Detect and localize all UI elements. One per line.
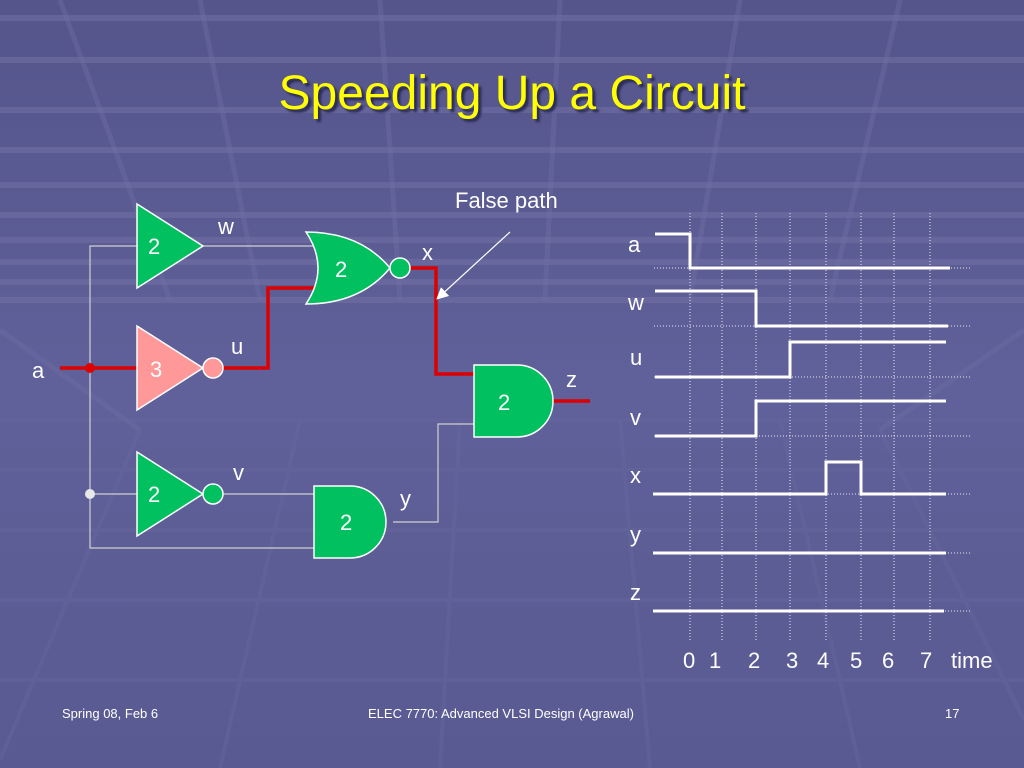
gate-delay-label: 3 [150, 357, 162, 382]
footer-page-number: 17 [945, 706, 960, 721]
timing-label-y: y [630, 522, 641, 547]
buffer-gate-w: 2 [136, 202, 205, 290]
waveform-a [655, 232, 950, 270]
nor-gate-x: 2 [304, 231, 411, 305]
footer-date: Spring 08, Feb 6 [62, 706, 159, 721]
signal-label-y: y [400, 486, 411, 511]
time-tick: 7 [920, 648, 932, 673]
time-tick: 5 [850, 648, 862, 673]
time-tick: 3 [786, 648, 798, 673]
waveform-u [655, 340, 946, 379]
timing-label-w: w [627, 290, 644, 315]
time-axis-label: time [951, 648, 993, 673]
time-tick: 4 [817, 648, 829, 673]
gate-delay-label: 2 [148, 482, 160, 507]
timing-diagram: a w u v x y z 0 1 2 3 4 5 6 7 time [627, 213, 993, 673]
time-axis-ticks: 0 1 2 3 4 5 6 7 time [683, 648, 993, 673]
inverter-gate-u: 3 [136, 324, 224, 412]
signal-label-x: x [422, 240, 433, 265]
input-junction-dot [85, 363, 95, 373]
gate-delay-label: 2 [340, 510, 352, 535]
false-path-annotation: False path [455, 188, 558, 213]
signal-label-w: w [217, 214, 234, 239]
timing-label-a: a [628, 232, 641, 257]
timing-label-z: z [630, 580, 641, 605]
time-tick: 2 [748, 648, 760, 673]
timing-label-u: u [630, 345, 642, 370]
signal-label-v: v [233, 460, 244, 485]
footer-course: ELEC 7770: Advanced VLSI Design (Agrawal… [368, 706, 634, 721]
fanout-junction-dot [85, 489, 95, 499]
waveform-w [655, 289, 948, 328]
time-tick: 6 [882, 648, 894, 673]
inverter-gate-v: 2 [136, 450, 224, 538]
signal-label-z: z [566, 367, 577, 392]
gate-delay-label: 2 [335, 257, 347, 282]
timing-label-x: x [630, 463, 641, 488]
critical-path [60, 266, 590, 403]
waveform-x [653, 460, 946, 496]
time-tick: 1 [709, 648, 721, 673]
slide-title: Speeding Up a Circuit [278, 67, 746, 120]
gate-delay-label: 2 [148, 234, 160, 259]
signal-label-u: u [231, 334, 243, 359]
gate-delay-label: 2 [498, 390, 510, 415]
and-gate-y: 2 [313, 485, 387, 559]
false-path-arrow [436, 231, 511, 300]
timing-label-v: v [630, 405, 641, 430]
waveform-v [655, 399, 946, 438]
timing-grid [654, 213, 970, 640]
time-tick: 0 [683, 648, 695, 673]
circuit-wires [89, 245, 474, 549]
and-gate-z: 2 [473, 364, 554, 438]
signal-label-a: a [32, 358, 45, 383]
